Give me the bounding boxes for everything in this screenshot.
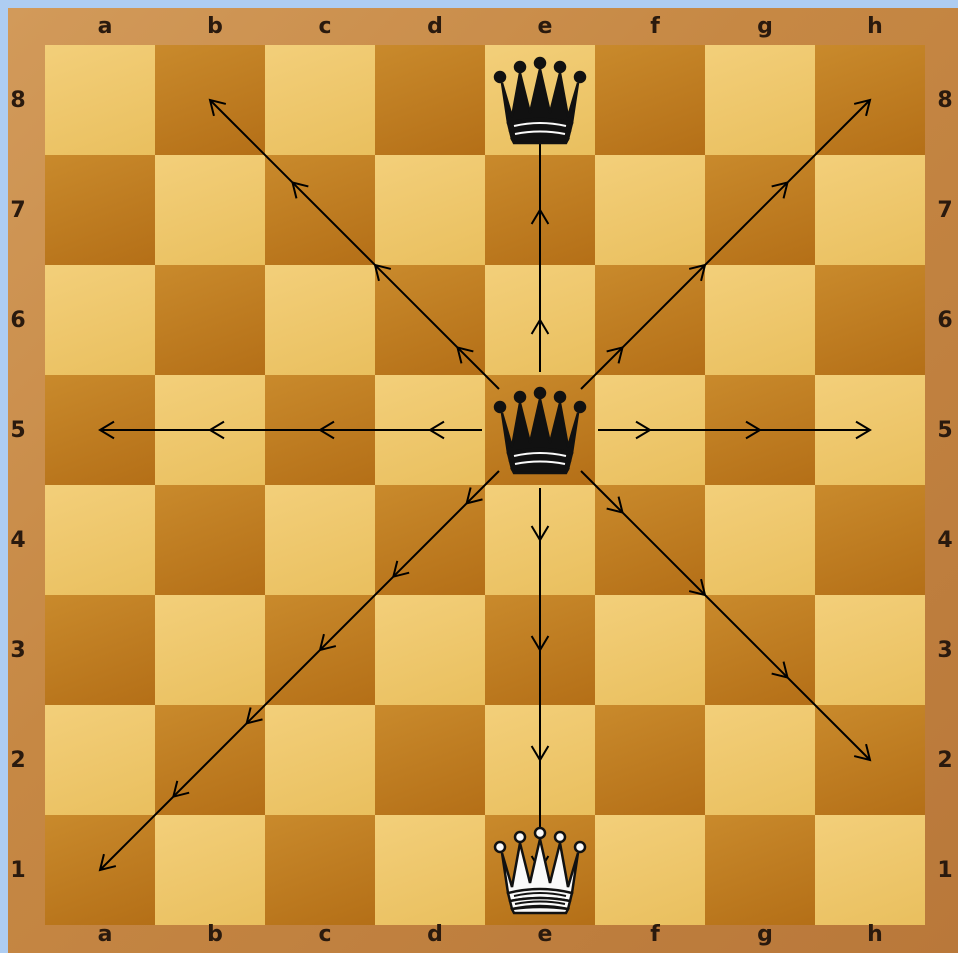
move-arrow-down-left [100,471,499,870]
black-queen-icon[interactable] [490,385,590,479]
move-arrow-right [598,422,870,439]
move-arrow-up-right [581,100,870,389]
arrow-line [100,471,499,870]
black-queen-icon[interactable] [490,55,590,149]
white-queen-icon[interactable] [490,825,590,919]
arrow-line [581,471,870,760]
move-arrow-up-left [210,100,499,389]
move-arrow-left [100,422,482,439]
arrow-line [581,100,870,389]
arrow-line [210,100,499,389]
move-arrow-down-right [581,471,870,760]
move-arrow-down [532,488,549,870]
